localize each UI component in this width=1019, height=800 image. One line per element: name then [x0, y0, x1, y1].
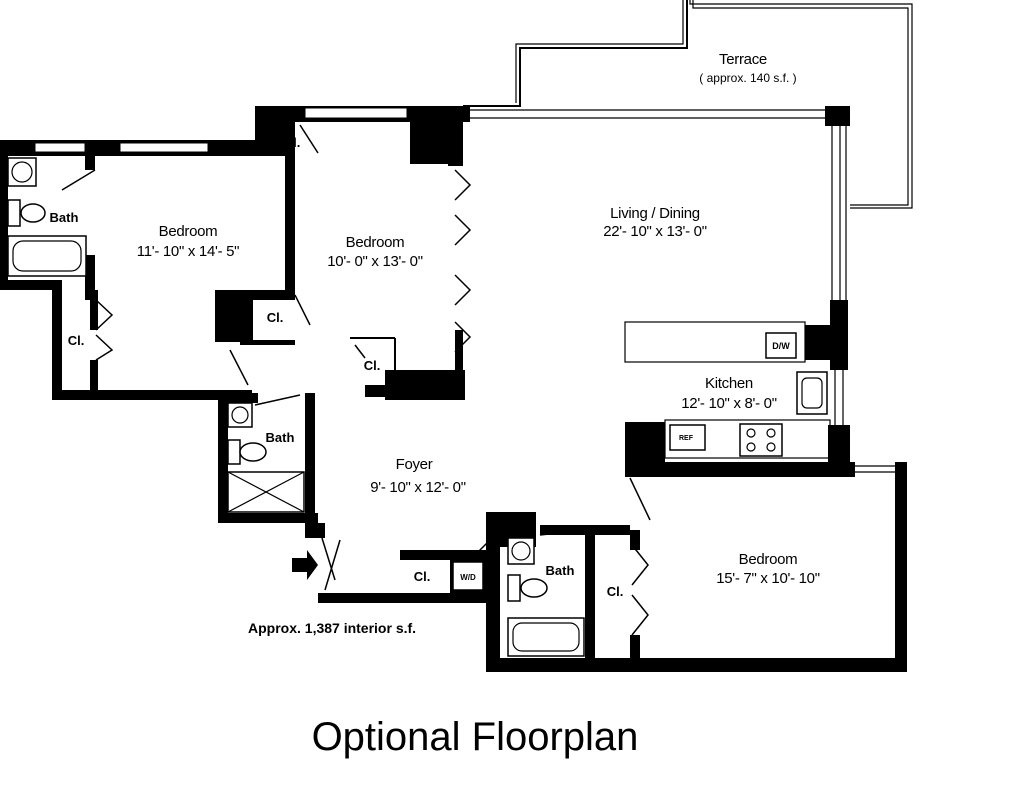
- caption: Optional Floorplan: [312, 715, 639, 759]
- terrace-name: Terrace: [719, 51, 767, 68]
- closet-inner-label: Cl.: [364, 358, 381, 373]
- terrace-outline: [463, 0, 913, 209]
- area-note: Approx. 1,387 interior s.f.: [248, 620, 416, 636]
- living-name: Living / Dining: [610, 205, 700, 222]
- foyer-walls: [305, 512, 536, 603]
- center-bath-walls: [218, 393, 318, 523]
- terrace-size: ( approx. 140 s.f. ): [699, 71, 796, 85]
- right-bedroom-walls: [486, 462, 907, 672]
- entry-arrow-icon: [292, 550, 318, 580]
- right-wall-living: [805, 120, 850, 475]
- refrigerator-label: REF: [679, 435, 694, 442]
- closet-left-label: Cl.: [68, 333, 85, 348]
- foyer-size: 9'- 10" x 12'- 0": [370, 479, 466, 496]
- washer-dryer-label: W/D: [460, 573, 476, 582]
- middle-walls: [350, 106, 465, 400]
- kitchen-name: Kitchen: [705, 375, 753, 392]
- bedroom-left-size: 11'- 10" x 14'- 5": [137, 243, 239, 260]
- dishwasher-label: D/W: [772, 341, 790, 351]
- closet-right-label: Cl.: [607, 584, 624, 599]
- bedroom-right-size: 15'- 7" x 10'- 10": [716, 570, 820, 587]
- foyer-name: Foyer: [396, 456, 433, 473]
- closet-top-label: Cl.: [284, 135, 301, 150]
- left-bath-fixtures: [7, 157, 87, 277]
- left-bedroom-walls: [0, 106, 295, 400]
- kitchen-size: 12'- 10" x 8'- 0": [681, 395, 777, 412]
- bedroom-mid-name: Bedroom: [346, 234, 405, 251]
- bath-center-label: Bath: [266, 430, 295, 445]
- closet-foyer-label: Cl.: [414, 569, 431, 584]
- bedroom-mid-size: 10'- 0" x 13'- 0": [327, 253, 423, 270]
- doors: [61, 124, 651, 636]
- closet-mid-label: Cl.: [267, 310, 284, 325]
- living-size: 22'- 10" x 13'- 0": [603, 223, 707, 240]
- top-wall: [260, 106, 850, 164]
- bedroom-left-name: Bedroom: [159, 223, 218, 240]
- bedroom-right-name: Bedroom: [739, 551, 798, 568]
- bath-left-label: Bath: [50, 210, 79, 225]
- bath-right-label: Bath: [546, 563, 575, 578]
